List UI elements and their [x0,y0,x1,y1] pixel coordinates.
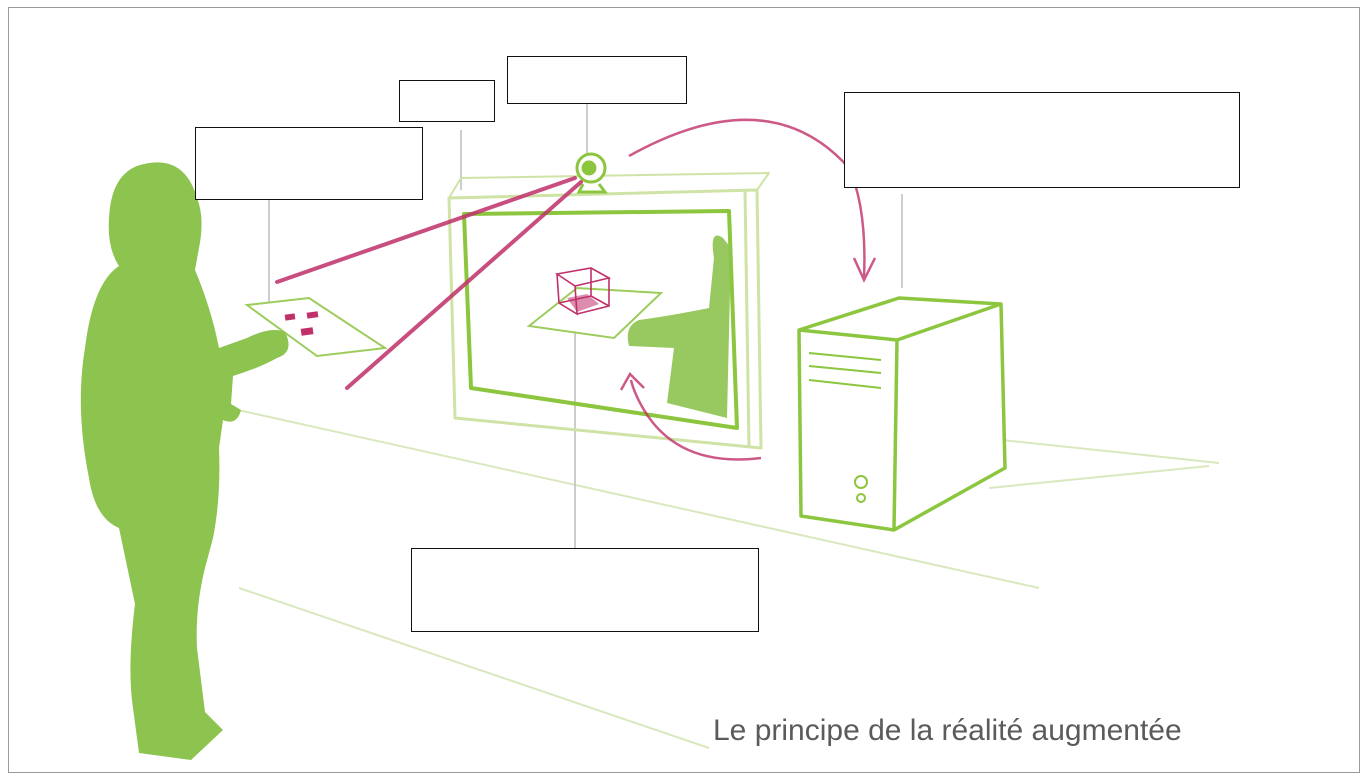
label-box-marker-card [195,127,423,200]
screen-marker-plane [526,286,664,340]
label-box-virtual-object [411,548,759,632]
diagram-frame: Le principe de la réalité augmentée [8,7,1360,773]
marker-card [244,296,388,358]
person-silhouette [80,162,289,760]
computer-tower [797,296,1007,532]
leader-lines [268,103,903,556]
screen [447,172,770,450]
marker-squares [284,311,319,336]
screen-person-reflection [627,235,731,418]
label-box-camera-small [399,80,495,122]
caption: Le principe de la réalité augmentée [713,714,1182,747]
ar-principle-illustration [80,103,1220,760]
camera-rays [275,176,583,390]
webcam [575,152,608,194]
flow-arrows [619,118,877,461]
label-box-camera-top [507,56,687,104]
label-box-computer [844,92,1240,188]
